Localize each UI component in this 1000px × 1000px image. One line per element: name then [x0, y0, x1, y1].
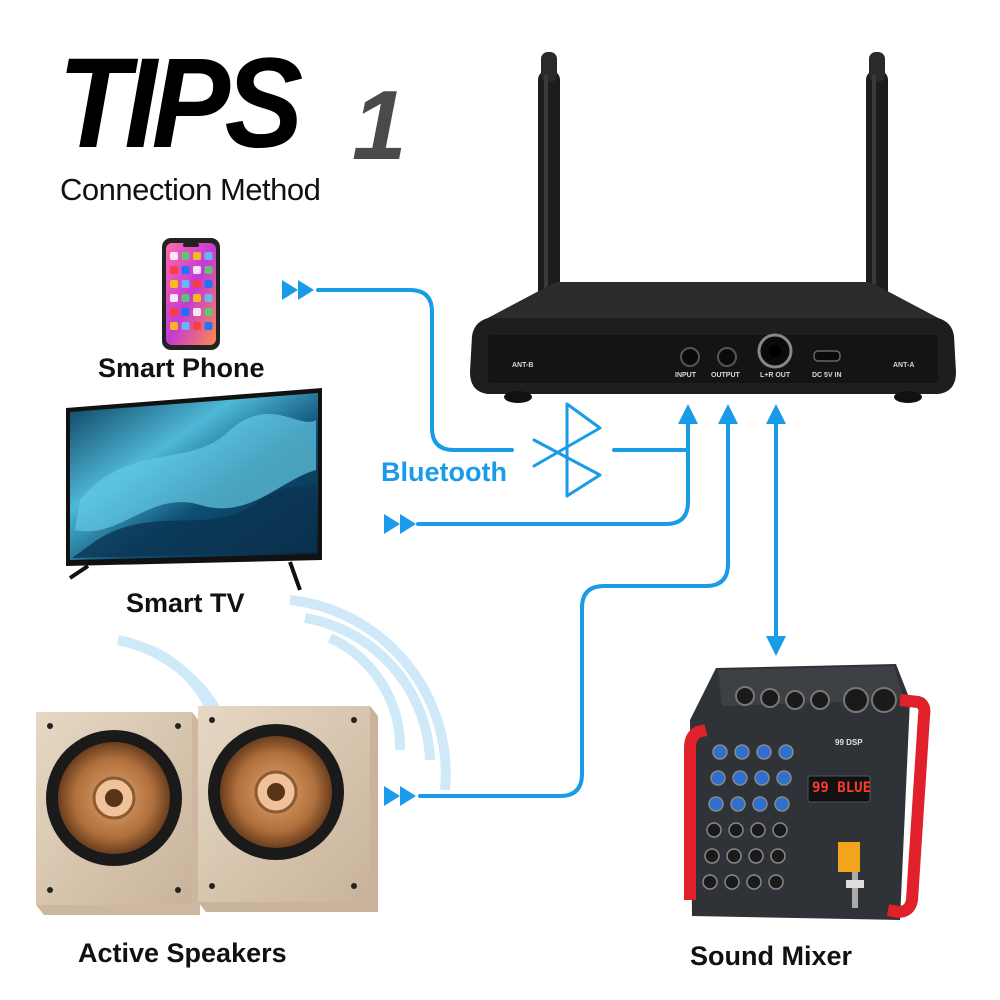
app-icon — [170, 322, 178, 330]
speaker-arrow-icon — [384, 786, 400, 806]
port-label-ant-b: ANT-B — [512, 362, 534, 369]
app-icon — [170, 280, 178, 288]
port-label-input: INPUT — [675, 372, 696, 379]
app-icon — [193, 294, 201, 302]
label-active-speakers: Active Speakers — [78, 938, 287, 968]
app-icon — [181, 280, 190, 288]
app-icon — [181, 308, 190, 316]
active-speakers-image — [36, 595, 451, 915]
mixer-knob — [770, 848, 786, 864]
label-smart-tv: Smart TV — [126, 588, 245, 618]
app-icon — [204, 294, 213, 302]
page-subtitle: Connection Method — [60, 172, 321, 207]
mixer-knob — [730, 796, 746, 812]
app-icon — [204, 308, 213, 316]
phone-arrow-icon — [282, 280, 298, 300]
smart-phone-image — [162, 238, 220, 350]
mixer-display: 99 BLUE — [812, 780, 872, 796]
wireless-receiver — [470, 52, 956, 403]
title-number: 1 — [352, 70, 407, 180]
mixer-knob — [748, 848, 764, 864]
app-icon — [181, 294, 190, 302]
mixer-panel-label: 99 DSP — [835, 738, 863, 747]
mixer-knob — [778, 744, 794, 760]
app-icon — [193, 266, 201, 274]
tv-arrow-icon — [384, 514, 400, 534]
output-arrow-icon — [718, 404, 738, 424]
port-label-ant-a: ANT-A — [893, 362, 915, 369]
lr-out-arrow-up-icon — [766, 404, 786, 424]
connection-arrows — [282, 280, 786, 806]
app-icon — [170, 252, 178, 260]
mixer-knob — [728, 822, 744, 838]
mixer-knob — [726, 848, 742, 864]
app-icon — [204, 280, 213, 288]
mixer-arrow-down-icon — [766, 636, 786, 656]
bluetooth-icon — [532, 402, 602, 498]
app-icon — [181, 266, 190, 274]
app-icon — [193, 308, 201, 316]
mixer-knob — [724, 874, 740, 890]
app-icon — [204, 266, 213, 274]
app-icon — [170, 294, 178, 302]
mixer-knob — [746, 874, 762, 890]
smart-tv-image — [66, 388, 322, 591]
mixer-knob — [710, 770, 726, 786]
label-smart-phone: Smart Phone — [98, 353, 265, 383]
label-bluetooth: Bluetooth — [381, 457, 507, 487]
page-title: TIPS — [58, 32, 303, 175]
port-label-output: OUTPUT — [711, 372, 740, 379]
mixer-knob — [734, 744, 750, 760]
mixer-knob — [702, 874, 718, 890]
label-sound-mixer: Sound Mixer — [690, 941, 853, 971]
mixer-knob — [752, 796, 768, 812]
app-icon — [181, 252, 190, 260]
mixer-knob — [776, 770, 792, 786]
connection-lines — [316, 288, 778, 798]
app-icon — [170, 308, 178, 316]
mixer-knob — [706, 822, 722, 838]
mixer-knob — [754, 770, 770, 786]
mixer-knob — [774, 796, 790, 812]
app-icon — [181, 322, 190, 330]
app-icon — [204, 252, 213, 260]
mixer-knob — [704, 848, 720, 864]
mixer-knob — [708, 796, 724, 812]
mixer-knob — [712, 744, 728, 760]
app-icon — [193, 322, 201, 330]
mixer-knob — [732, 770, 748, 786]
port-label-dc-in: DC 5V IN — [812, 372, 842, 379]
app-icon — [204, 322, 213, 330]
sound-mixer-image — [684, 664, 931, 920]
app-icon — [193, 252, 201, 260]
port-label-lr-out: L+R OUT — [760, 372, 791, 379]
mixer-knob — [768, 874, 784, 890]
input-arrow-icon — [678, 404, 698, 424]
mixer-knob — [756, 744, 772, 760]
mixer-knob — [772, 822, 788, 838]
mixer-knob — [750, 822, 766, 838]
app-icon — [170, 266, 178, 274]
app-icon — [193, 280, 201, 288]
